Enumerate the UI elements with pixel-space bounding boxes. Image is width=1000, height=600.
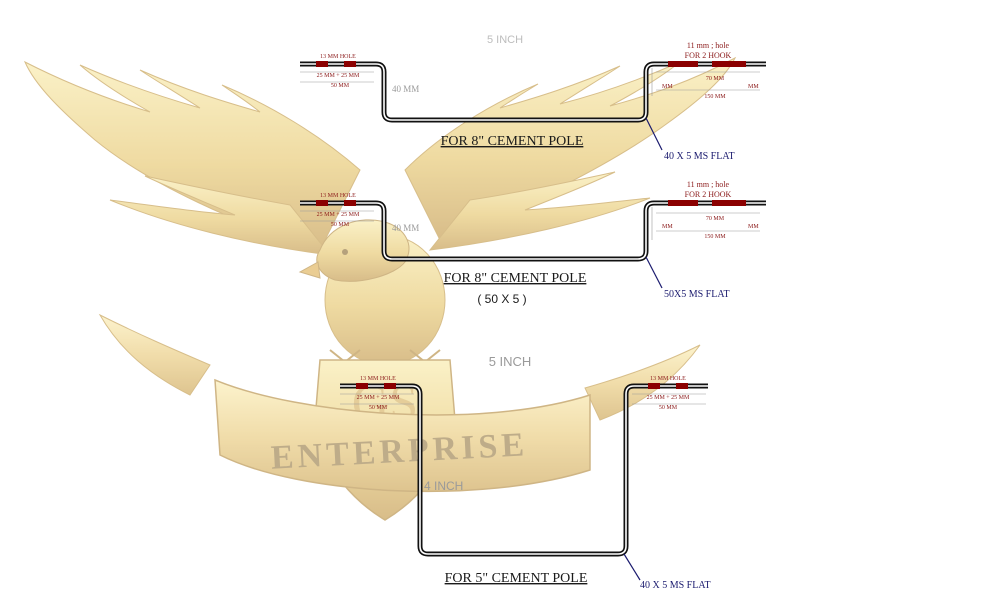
right-wing-icon	[404, 56, 737, 251]
left-hole-label: 13 MM HOLE	[320, 193, 356, 199]
right-hook-label: FOR 2 HOOK	[685, 190, 732, 199]
bracket-diagram-2: 13 MM HOLE 25 MM + 25 MM 50 MM 40 MM 11 …	[300, 180, 766, 306]
material-label: 40 X 5 MS FLAT	[664, 151, 735, 162]
left-total-label: 50 MM	[331, 222, 350, 228]
hole-marker	[648, 383, 660, 389]
depth-dim: 40 MM	[392, 84, 419, 94]
left-wing-icon	[23, 60, 361, 256]
right-total-label: 50 MM	[659, 405, 678, 411]
hole-marker	[676, 383, 688, 389]
right-total-label: 150 MM	[704, 94, 726, 100]
left-total-label: 50 MM	[331, 83, 350, 89]
diagram-subcaption: ( 50 X 5 )	[477, 292, 526, 306]
right-hook-label: FOR 2 HOOK	[685, 51, 732, 60]
right-hole-label: 13 MM HOLE	[650, 376, 686, 382]
depth-dim: 40 MM	[392, 223, 419, 233]
hole-marker	[668, 200, 698, 206]
top-width-dim: 5 INCH	[487, 34, 523, 46]
right-side-mm: MM	[662, 224, 673, 230]
depth-dim: 4 INCH	[424, 479, 463, 493]
left-spacing-label: 25 MM + 25 MM	[357, 395, 400, 401]
left-total-label: 50 MM	[369, 405, 388, 411]
diagram-caption: FOR 8" CEMENT POLE	[444, 271, 587, 286]
diagram-caption: FOR 5" CEMENT POLE	[445, 571, 588, 586]
hole-marker	[316, 61, 328, 67]
right-side-mm: MM	[662, 84, 673, 90]
left-hole-label: 13 MM HOLE	[320, 54, 356, 60]
right-side-mm: MM	[748, 224, 759, 230]
material-leader	[645, 117, 663, 151]
left-spacing-label: 25 MM + 25 MM	[317, 73, 360, 79]
dimension-lines	[340, 393, 706, 405]
hole-marker	[316, 200, 328, 206]
bracket-diagram-3: 5 INCH 13 MM HOLE 25 MM + 25 MM 50 MM 13…	[340, 354, 711, 591]
dimension-lines	[300, 68, 760, 96]
hole-marker	[344, 200, 356, 206]
right-spacing-label: 25 MM + 25 MM	[647, 395, 690, 401]
material-label: 50X5 MS FLAT	[664, 289, 730, 300]
material-label: 40 X 5 MS FLAT	[640, 580, 711, 591]
left-hole-label: 13 MM HOLE	[360, 376, 396, 382]
material-leader	[623, 553, 641, 581]
left-spacing-label: 25 MM + 25 MM	[317, 212, 360, 218]
dimension-lines	[300, 207, 760, 240]
ribbon-banner: ENTERPRISE	[98, 313, 701, 493]
hole-marker	[356, 383, 368, 389]
hole-marker	[344, 61, 356, 67]
hole-marker	[668, 61, 698, 67]
top-width-dim: 5 INCH	[489, 354, 532, 369]
hole-marker	[712, 61, 746, 67]
right-spacing-label: 70 MM	[706, 216, 725, 222]
right-total-label: 150 MM	[704, 234, 726, 240]
right-hole-label: 11 mm ; hole	[687, 41, 730, 50]
bracket-diagram-1: 5 INCH 13 MM HOLE 25 MM + 25 MM 50 MM 40…	[300, 34, 766, 162]
hole-marker	[384, 383, 396, 389]
material-leader	[645, 256, 663, 289]
right-side-mm: MM	[748, 84, 759, 90]
diagram-caption: FOR 8" CEMENT POLE	[441, 134, 584, 149]
right-hole-label: 11 mm ; hole	[687, 180, 730, 189]
right-spacing-label: 70 MM	[706, 76, 725, 82]
hole-marker	[712, 200, 746, 206]
